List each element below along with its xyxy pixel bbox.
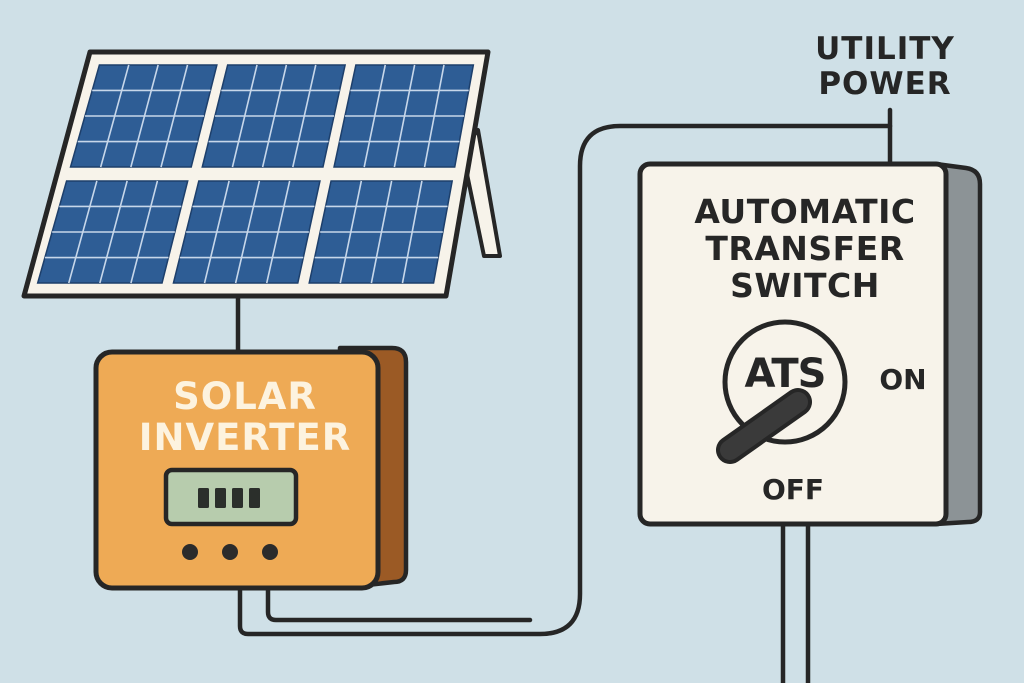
utility-label-line2: POWER (818, 65, 952, 102)
automatic-transfer-switch (637, 161, 983, 527)
inverter-display-segments (198, 488, 260, 508)
inverter-title: SOLAR INVERTER (120, 376, 370, 459)
inverter-button (262, 544, 278, 560)
switch-on-label: ON (879, 363, 927, 396)
display-segment (249, 488, 260, 508)
inverter-title-line2: INVERTER (138, 416, 352, 460)
display-segment (198, 488, 209, 508)
switch-title-line3: SWITCH (730, 265, 880, 305)
switch-off-label: OFF (761, 473, 825, 506)
switch-title: AUTOMATIC TRANSFER SWITCH (650, 192, 960, 305)
switch-title-line1: AUTOMATIC (694, 192, 916, 231)
switch-title-line2: TRANSFER (705, 228, 905, 268)
solar-inverter (93, 345, 409, 591)
display-segment (215, 488, 226, 508)
panel-grid-lines (44, 64, 469, 284)
inverter-button (222, 544, 238, 560)
inverter-title-line1: SOLAR (173, 375, 317, 418)
utility-label-line1: UTILITY (815, 31, 955, 67)
solar-panel (21, 49, 502, 299)
inverter-button (182, 544, 198, 560)
inverter-buttons (182, 544, 278, 560)
utility-power-label: UTILITY POWER (800, 32, 970, 101)
ats-lever-handle-fill (720, 392, 808, 460)
inverter-display (163, 467, 299, 527)
ats-badge-label: ATS (744, 351, 827, 397)
wiring (235, 107, 893, 683)
ats-dial (722, 319, 848, 445)
inverter-to-switch-wire (237, 123, 893, 637)
display-segment (232, 488, 243, 508)
inverter-to-switch-wire-return (265, 585, 533, 623)
